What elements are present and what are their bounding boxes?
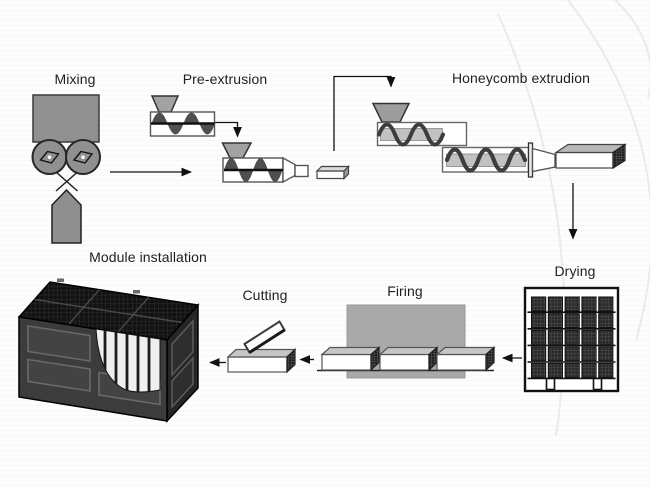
die-cone xyxy=(531,147,556,173)
label-drying: Drying xyxy=(554,263,596,279)
cutting-station xyxy=(226,320,297,374)
fired-block xyxy=(435,346,496,372)
drying-rack-blocks xyxy=(527,296,616,391)
firing-furnace xyxy=(317,304,496,379)
die-taper xyxy=(282,156,296,184)
drying-oven xyxy=(523,286,620,393)
pre-extruded-bar xyxy=(315,165,350,180)
arrow-pre-extrusion-to-honeycomb xyxy=(333,75,396,151)
module-box xyxy=(17,278,200,423)
module-top-dividers xyxy=(34,289,183,333)
fired-block xyxy=(320,346,381,372)
honeycomb-end-face xyxy=(612,143,626,170)
mixing-machine xyxy=(31,94,101,244)
extruded-honeycomb-block xyxy=(554,143,627,170)
hopper-icon xyxy=(371,102,411,123)
barrel-band xyxy=(446,153,526,167)
mixer-chute-icon xyxy=(55,171,78,192)
screw-icon xyxy=(377,122,445,147)
label-firing: Firing xyxy=(387,283,423,299)
honeycomb-extruder-upper xyxy=(371,102,468,147)
rack-leg xyxy=(545,377,556,391)
module-cutaway-slats xyxy=(95,328,161,393)
saw-icon xyxy=(243,320,286,354)
module-panel xyxy=(27,325,91,362)
arrow-stage1-to-stage2 xyxy=(215,121,242,138)
label-module-installation: Module installation xyxy=(89,249,207,265)
fired-block xyxy=(378,346,439,372)
hopper-icon xyxy=(150,95,180,113)
label-mixing: Mixing xyxy=(54,71,96,87)
honeycomb-extruder-lower xyxy=(441,142,556,178)
rack-leg xyxy=(592,377,603,391)
mixer-body xyxy=(32,94,100,143)
label-pre-extrusion: Pre-extrusion xyxy=(182,71,268,87)
pre-extruder-stage2 xyxy=(221,142,309,184)
label-honeycomb-extrusion: Honeycomb extrudion xyxy=(451,70,591,86)
die-outlet xyxy=(294,164,309,178)
mixer-collector xyxy=(51,188,82,244)
hopper-icon xyxy=(221,142,253,159)
label-cutting: Cutting xyxy=(242,287,288,303)
module-clip xyxy=(133,290,140,294)
module-panel xyxy=(27,358,91,392)
pre-extruder-stage1 xyxy=(149,95,216,137)
flow-arrows xyxy=(110,75,578,367)
module-clip xyxy=(57,278,64,282)
screw-icon xyxy=(444,147,528,173)
